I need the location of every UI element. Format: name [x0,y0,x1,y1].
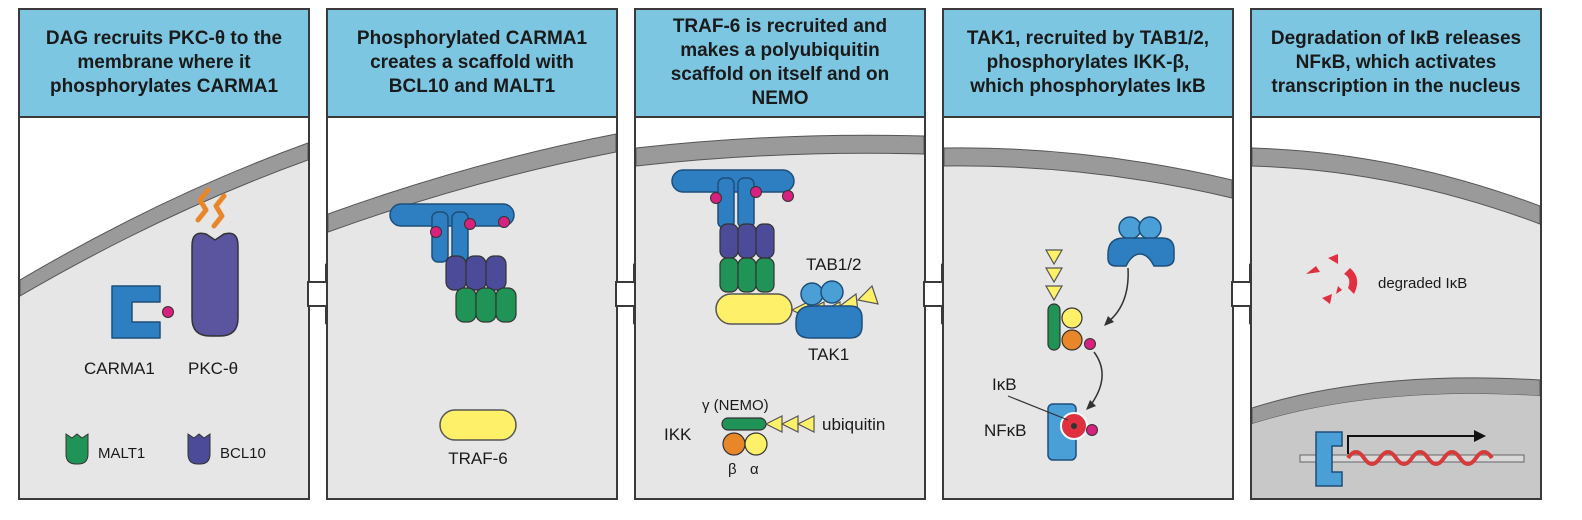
nemo-label: γ (NEMO) [702,397,769,414]
panel-1-header: DAG recruits PKC-θ to the membrane where… [20,10,308,118]
nemo-icon [1047,303,1061,351]
panel-3: TRAF-6 is recruited and makes a polyubiq… [634,8,926,500]
nemo-icon [721,417,767,431]
malt1-stack-icon [455,287,517,323]
bcl10-stack-icon [445,255,507,291]
plasma-membrane [636,134,924,167]
tak1-icon [795,305,863,339]
panel-3-body: TAB1/2 TAK1 γ (NEMO) IKK ubiquitin β α [636,118,924,498]
phosphate-icon [498,216,510,228]
panel-4-body: IκB NFκB [944,118,1232,498]
tab-icon [820,280,844,304]
pkc-theta-label: PKC-θ [188,359,238,378]
tak1-label: TAK1 [808,345,849,364]
bcl10-legend-icon [187,433,211,465]
pkc-theta-icon [191,232,239,337]
dag-lipid-icon [195,187,227,229]
degraded-ikb-icon [1306,254,1358,304]
tab-icon [1138,216,1162,240]
bcl10-stack-icon [719,223,775,259]
ikb-label: IκB [992,375,1017,394]
phosphate-icon [162,306,174,318]
tab-icon [800,282,824,306]
phosphate-icon [710,192,722,204]
nfkb-icon [1315,431,1343,487]
panel-4-header: TAK1, recruited by TAB1/2, phosphorylate… [944,10,1232,118]
panel-3-header: TRAF-6 is recruited and makes a polyubiq… [636,10,924,118]
plasma-membrane [20,142,308,297]
plasma-membrane [1252,147,1540,225]
panel-4: TAK1, recruited by TAB1/2, phosphorylate… [942,8,1234,500]
panel-2-body: TRAF-6 [328,118,616,498]
panel-2-title: Phosphorylated CARMA1 creates a scaffold… [356,28,588,97]
curved-arrow-icon [1107,267,1129,323]
phosphate-icon [1086,424,1098,436]
panel-1: DAG recruits PKC-θ to the membrane where… [18,8,310,500]
ikk-alpha-icon [744,432,768,456]
ubiquitin-label: ubiquitin [822,415,885,434]
ikk-beta-icon [1061,329,1083,351]
phosphate-icon [750,186,762,198]
cytoplasm [328,148,616,498]
traf6-icon [715,293,793,325]
degraded-ikb-label: degraded IκB [1378,275,1467,292]
alpha-label: α [750,461,759,478]
malt1-legend-icon [65,433,89,465]
cytoplasm [636,151,924,498]
malt1-stack-icon [719,257,775,293]
beta-label: β [728,461,737,478]
panel-5-header: Degradation of IκB releases NFκB, which … [1252,10,1540,118]
curved-arrow-icon [1089,351,1103,407]
tab-icon [1118,216,1142,240]
nfkb-label: NFκB [984,421,1027,440]
panel-2-header: Phosphorylated CARMA1 creates a scaffold… [328,10,616,118]
ubiquitin-chain-icon [764,415,815,433]
malt1-legend-label: MALT1 [98,445,145,462]
tak1-icon [1107,237,1175,267]
tab12-label: TAB1/2 [806,255,861,274]
traf6-icon [439,409,517,441]
panel-1-body: CARMA1 PKC-θ MALT1 BCL10 [20,118,308,498]
ikk-beta-icon [722,432,746,456]
dna-transcribed-icon [1346,450,1494,466]
ikk-alpha-icon [1061,307,1083,329]
panel-5-title: Degradation of IκB releases NFκB, which … [1270,28,1522,97]
panel-4-title: TAK1, recruited by TAB1/2, phosphorylate… [966,28,1210,97]
transcription-arrow-icon [1347,435,1474,454]
cytoplasm [944,163,1232,498]
bcl10-legend-label: BCL10 [220,445,266,462]
phosphate-icon [430,226,442,238]
phosphate-icon [1084,338,1096,350]
carma1-icon [111,285,161,339]
panel-3-title: TRAF-6 is recruited and makes a polyubiq… [670,16,890,109]
traf6-label: TRAF-6 [448,449,508,468]
panel-2: Phosphorylated CARMA1 creates a scaffold… [326,8,618,500]
panel-5: Degradation of IκB releases NFκB, which … [1250,8,1542,500]
panel-1-title: DAG recruits PKC-θ to the membrane where… [45,28,283,97]
phosphate-icon [782,190,794,202]
ubiquitin-chain-icon [1044,249,1064,302]
plasma-membrane [944,147,1232,199]
carma1-label: CARMA1 [84,359,155,378]
ikk-label: IKK [664,425,692,444]
panel-5-body: degraded IκB [1252,118,1540,498]
phosphate-icon [464,218,476,230]
